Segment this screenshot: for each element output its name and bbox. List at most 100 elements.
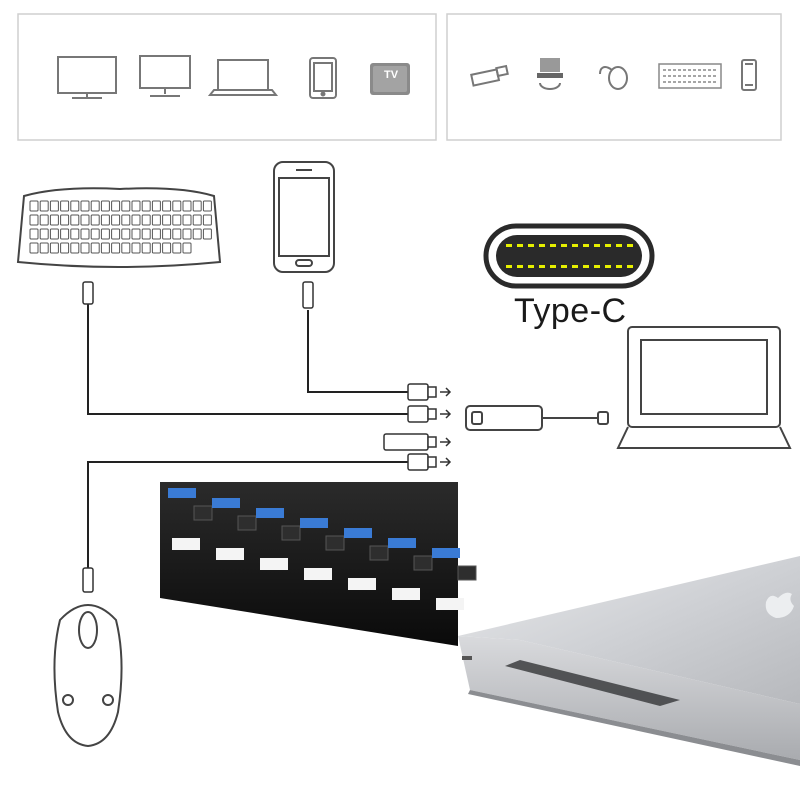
card-reader-icon [537,58,563,90]
smartphone-icon [273,161,335,273]
keyboard-key [141,200,151,212]
hub-switch [237,515,257,531]
type-c-pin [616,244,622,247]
cables [87,290,408,568]
phone-icon [741,59,757,91]
hub-switch [193,505,213,521]
keyboard-key [182,200,192,212]
peripheral-devices-panel [446,13,782,141]
type-c-pin [506,265,512,268]
keyboard-key [202,214,212,226]
tv-label: TV [383,69,399,81]
display-devices-panel [17,13,437,141]
usb3-port [256,508,284,518]
usb-flash-drive-icon [470,64,509,87]
keyboard-key [172,200,182,212]
hub-led [436,598,464,610]
keyboard-key [100,228,110,240]
keyboard-key [111,200,121,212]
hub-switch [413,555,433,571]
keyboard-key [39,214,49,226]
keyboard-key [60,228,70,240]
keyboard-key [60,200,70,212]
keyboard-key [60,242,70,254]
hub-led [392,588,420,600]
keyboard-key [141,228,151,240]
keyboard-key [70,228,80,240]
keyboard-key [90,228,100,240]
keyboard-key [49,214,59,226]
keyboard-key [29,200,39,212]
keyboard-key [49,228,59,240]
keyboard-key [131,214,141,226]
usb3-port [300,518,328,528]
keyboard-key [29,228,39,240]
host-laptop-icon [616,326,792,449]
keyboard-key [49,242,59,254]
type-c-pin [616,265,622,268]
type-c-pin [528,244,534,247]
type-c-connector-icon [483,223,655,289]
keyboard-key [100,214,110,226]
type-c-pin [561,244,567,247]
keyboard-key [60,214,70,226]
type-c-pin [517,244,523,247]
hub-led [348,578,376,590]
type-c-pin [561,265,567,268]
type-c-pin [550,265,556,268]
keyboard-key [39,228,49,240]
keyboard-key [151,242,161,254]
keyboard-key [80,214,90,226]
cable-plugs [82,281,437,593]
keyboard-key [90,200,100,212]
keyboard-key [162,228,172,240]
keyboard-key [121,200,131,212]
hub-switch [325,535,345,551]
laptop-icon [207,59,279,96]
keyboard-key [121,242,131,254]
type-c-pin [627,244,633,247]
monitor-icon [57,56,117,99]
keyboard-key [192,200,202,212]
keyboard-key [151,214,161,226]
keyboard-key [192,228,202,240]
keyboard-key [172,242,182,254]
type-c-pin [572,244,578,247]
hub-switch [457,565,477,581]
laptop-photo [458,556,800,766]
keyboard-key [90,242,100,254]
keyboard-device-icon [16,187,222,268]
keyboard-key [162,242,172,254]
usb3-port [212,498,240,508]
usb3-port [344,528,372,538]
type-c-pin [583,265,589,268]
desktop-monitor-icon [139,55,191,97]
keyboard-key [131,200,141,212]
hub-led [304,568,332,580]
keyboard-key [141,214,151,226]
mouse-icon [599,66,628,90]
keyboard-key [29,214,39,226]
keyboard-key [111,214,121,226]
keyboard-key [90,214,100,226]
hub-switch [369,545,389,561]
keyboard-key [111,242,121,254]
keyboard-key [131,242,141,254]
keyboard-key [182,242,192,254]
hub-led [260,558,288,570]
type-c-pin [605,244,611,247]
keyboard-key [202,228,212,240]
hub-led [172,538,200,550]
tv-icon [370,63,410,95]
type-c-pin [605,265,611,268]
type-c-pin [627,265,633,268]
keyboard-key [141,242,151,254]
keyboard-key [172,228,182,240]
keyboard-key [39,242,49,254]
hub-switch [281,525,301,541]
keyboard-key [131,228,141,240]
keyboard-key [80,228,90,240]
type-c-pin [539,265,545,268]
